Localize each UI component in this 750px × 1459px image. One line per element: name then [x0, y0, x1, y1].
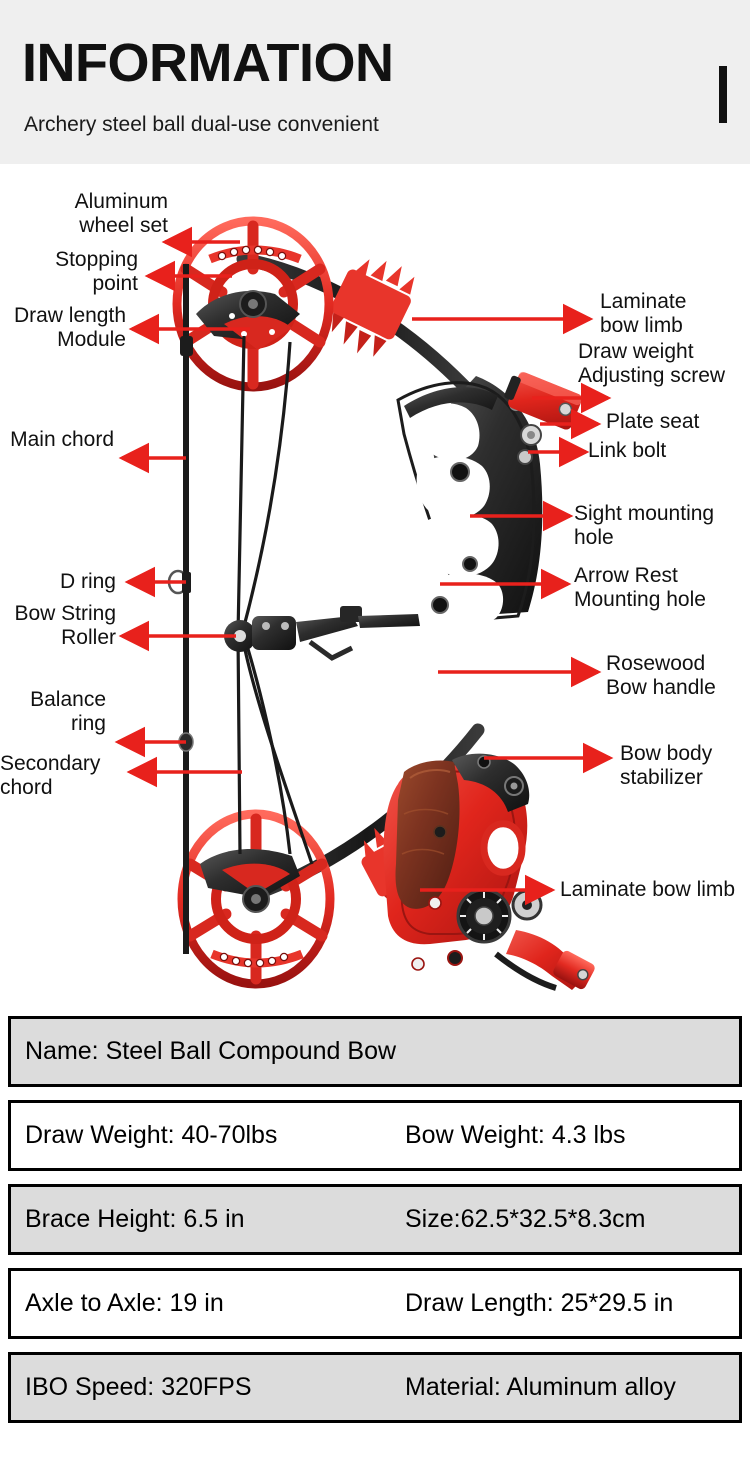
label-plate-seat: Plate seat — [606, 410, 700, 433]
label-link-bolt: Link bolt — [588, 439, 667, 462]
spec-draw-length: Draw Length: 25*29.5 in — [405, 1289, 674, 1317]
table-row: Name: Steel Ball Compound Bow — [8, 1016, 742, 1087]
product-diagram: Aluminum wheel set Stopping point Draw l… — [0, 164, 750, 1010]
table-row: Axle to Axle: 19 in Draw Length: 25*29.5… — [8, 1268, 742, 1339]
label-rosewood-bow-handle: Rosewood Bow handle — [606, 652, 716, 699]
spec-draw-weight: Draw Weight: 40-70lbs — [25, 1121, 278, 1149]
spec-ibo-speed: IBO Speed: 320FPS — [25, 1373, 252, 1401]
header-banner: INFORMATION Archery steel ball dual-use … — [0, 0, 750, 164]
draw-length-holes — [217, 245, 287, 261]
upper-cam-wheel — [172, 216, 334, 392]
label-stopping-point: Stopping point — [55, 248, 138, 295]
label-draw-weight-adjusting-screw: Draw weight Adjusting screw — [578, 340, 726, 387]
rosewood-handle-icon — [395, 760, 460, 909]
accent-bar-icon — [719, 66, 727, 123]
label-balance-ring: Balance ring — [30, 688, 106, 735]
arrow-rest-mounting-hole-icon — [431, 596, 449, 614]
spec-brace-height: Brace Height: 6.5 in — [25, 1205, 245, 1233]
label-secondary-chord: Secondary chord — [0, 752, 101, 799]
label-d-ring: D ring — [59, 570, 116, 593]
table-row: Draw Weight: 40-70lbs Bow Weight: 4.3 lb… — [8, 1100, 742, 1171]
bow-body-stabilizer-icon — [456, 888, 512, 944]
callout-arrows — [114, 226, 614, 906]
label-bow-string-roller: Bow String Roller — [14, 602, 116, 649]
page-subtitle: Archery steel ball dual-use convenient — [24, 113, 379, 136]
string-stop-top — [180, 336, 193, 356]
label-sight-mounting-hole: Sight mounting hole — [574, 502, 715, 549]
label-aluminum-wheel-set: Aluminum wheel set — [74, 190, 168, 237]
label-main-chord: Main chord — [10, 428, 114, 451]
table-row: IBO Speed: 320FPS Material: Aluminum all… — [8, 1352, 742, 1423]
plate-seat-icon — [520, 424, 542, 446]
compound-bow-illustration — [114, 216, 614, 991]
spec-size: Size:62.5*32.5*8.3cm — [405, 1205, 646, 1233]
label-bow-body-stabilizer: Bow body stabilizer — [620, 742, 713, 789]
table-row: Brace Height: 6.5 in Size:62.5*32.5*8.3c… — [8, 1184, 742, 1255]
riser-frame — [396, 376, 543, 626]
page-title: INFORMATION — [22, 33, 394, 93]
bow-string-roller — [224, 606, 420, 661]
label-laminate-bow-limb-top: Laminate bow limb — [600, 290, 687, 337]
label-arrow-rest-mounting-hole: Arrow Rest Mounting hole — [574, 564, 706, 611]
grip-assembly — [383, 753, 595, 991]
spec-material: Material: Aluminum alloy — [405, 1373, 676, 1401]
limb-dampener-top-icon — [330, 259, 415, 357]
label-laminate-bow-limb-bottom: Laminate bow limb — [560, 878, 736, 901]
specifications-table: Name: Steel Ball Compound Bow Draw Weigh… — [8, 1016, 742, 1436]
spec-name: Name: Steel Ball Compound Bow — [25, 1037, 397, 1065]
spec-axle-to-axle: Axle to Axle: 19 in — [25, 1289, 224, 1317]
sight-mounting-hole-icon — [462, 556, 478, 572]
label-draw-length-module: Draw length Module — [13, 304, 126, 351]
spec-bow-weight: Bow Weight: 4.3 lbs — [405, 1121, 626, 1149]
lower-cam-wheel — [177, 809, 335, 989]
